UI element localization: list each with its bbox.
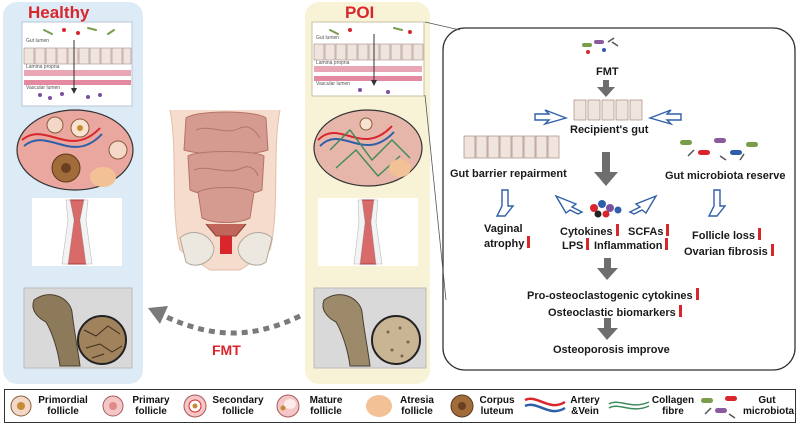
- collagen-fibre-icon: [608, 401, 650, 410]
- mech-follicle-loss: Follicle loss: [692, 228, 761, 242]
- healthy-gut-barrier-image: [21, 21, 133, 107]
- down-mark: [695, 288, 699, 300]
- blue-arrows-center: [554, 194, 658, 215]
- recipient-gut-cells-icon: [573, 99, 643, 121]
- atresia-follicle-icon: [366, 395, 392, 417]
- healthy-title: Healthy: [28, 3, 90, 22]
- artery-vein-icon: [524, 397, 566, 413]
- down-mark: [678, 305, 682, 317]
- mech-cytokines: Cytokines: [560, 224, 619, 238]
- mech-osteo-biomarkers: Osteoclastic biomarkers: [548, 305, 682, 319]
- microbiota-reserve-icon: [680, 138, 758, 161]
- blue-arrows-down: [495, 189, 727, 217]
- mech-inflammation: Inflammation: [594, 238, 669, 252]
- poi-bone-image: [313, 287, 427, 369]
- healthy-gut-lumen-label: Gut lumen: [26, 38, 50, 44]
- mature-follicle-icon: [276, 394, 300, 418]
- poi-vagina-image: [318, 198, 418, 266]
- mechanism-box: [442, 27, 796, 371]
- healthy-vagina-image: [32, 198, 122, 266]
- primary-follicle-icon: [102, 395, 124, 417]
- poi-lamina-label: Lamina propria: [316, 60, 350, 66]
- arrow-fmt-to-gut: [597, 80, 615, 97]
- arrow-to-osteoporosis: [597, 318, 618, 340]
- gut-microbiota-icon: [701, 396, 737, 419]
- legend-artery-vein: Artery&Vein: [523, 390, 607, 422]
- fmt-arrowhead: [148, 306, 168, 324]
- down-mark: [665, 238, 669, 250]
- poi-gut-lumen-label: Gut lumen: [316, 35, 340, 41]
- fmt-arrow-label: FMT: [212, 342, 241, 358]
- up-mark: [666, 224, 670, 236]
- mech-lps: LPS: [562, 238, 590, 252]
- poi-title: POI: [345, 3, 375, 22]
- down-mark: [586, 238, 590, 250]
- mech-vaginal-line2: atrophy: [484, 238, 525, 250]
- metabolites-icon: [590, 200, 622, 218]
- down-mark: [527, 236, 531, 248]
- healthy-lamina-label: Lamina propria: [26, 64, 60, 70]
- mech-gut-barrier: Gut barrier repairment: [450, 168, 567, 180]
- down-mark: [770, 244, 774, 256]
- mech-vaginal-line1: Vaginal: [484, 223, 523, 235]
- mech-scfas: SCFAs: [628, 224, 670, 238]
- fmt-dashed-arrow: [158, 311, 302, 336]
- healthy-vascular-label: Vascular lumen: [26, 85, 61, 91]
- healthy-bone-image: [23, 287, 133, 369]
- arrow-gut-to-metabolites: [594, 152, 618, 186]
- mech-vaginal: Vaginal atrophy: [484, 222, 531, 251]
- mech-pro-osteo: Pro-osteoclastogenic cytokines: [527, 288, 699, 302]
- down-mark: [615, 224, 619, 236]
- fmt-microbes-icon: [582, 37, 619, 54]
- poi-vascular-label: Vascular lumen: [316, 81, 351, 87]
- down-mark: [757, 228, 761, 240]
- corpus-luteum-icon: [450, 394, 474, 418]
- primordial-follicle-icon: [10, 395, 32, 417]
- mech-fmt: FMT: [596, 66, 619, 78]
- pelvis-gut-illustration: [169, 109, 281, 271]
- healthy-ovary-image: [16, 109, 134, 191]
- mech-microbiota-reserve: Gut microbiota reserve: [665, 170, 786, 182]
- arrow-to-cytokines: [597, 258, 618, 280]
- poi-gut-barrier-image: [311, 21, 425, 97]
- mech-recipient-gut: Recipient's gut: [570, 124, 649, 136]
- mech-osteoporosis: Osteoporosis improve: [553, 344, 670, 356]
- secondary-follicle-icon: [183, 394, 207, 418]
- gut-barrier-cells-icon: [463, 135, 560, 159]
- blue-arrows-top: [534, 109, 682, 126]
- poi-ovary-image: [313, 109, 423, 187]
- mech-ovarian-fibrosis: Ovarian fibrosis: [684, 244, 774, 258]
